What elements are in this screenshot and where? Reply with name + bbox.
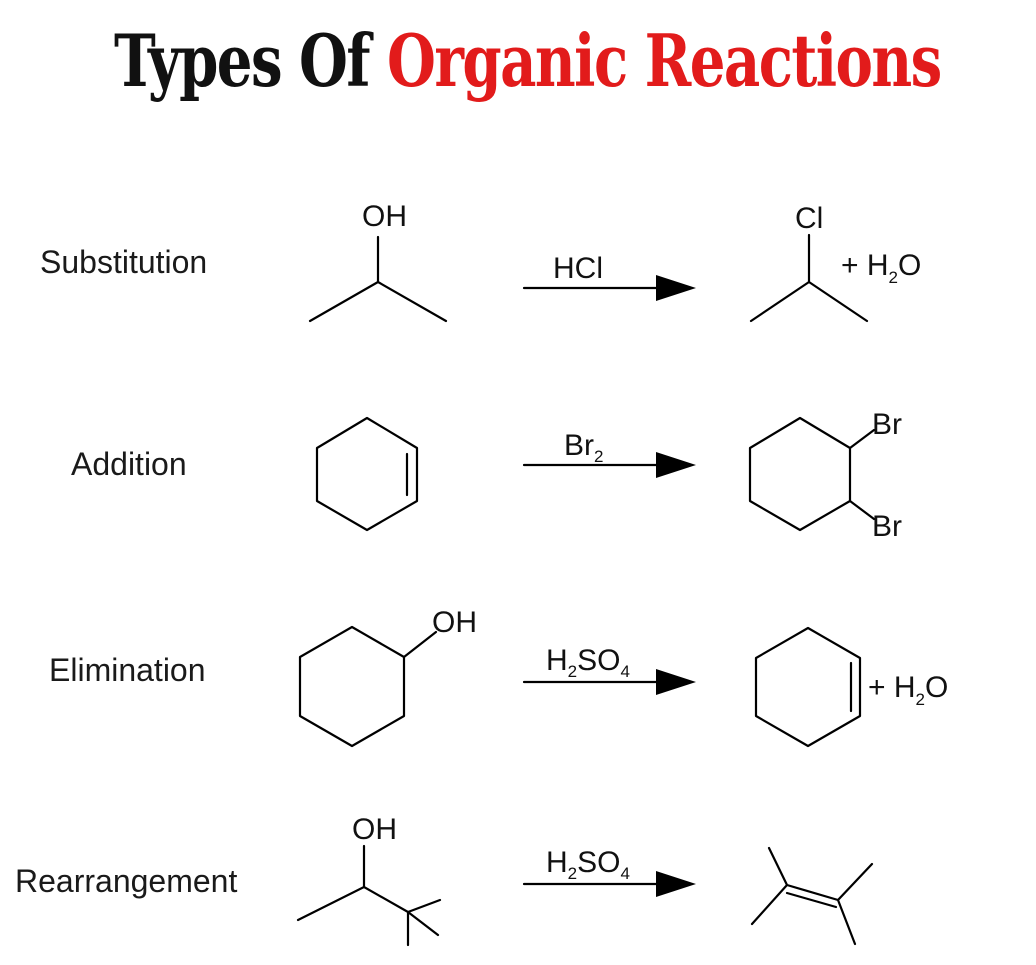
substitution-reactant: OH (308, 200, 448, 323)
rearrangement-arrow: H2SO4 (522, 846, 696, 897)
elimination-byproduct: + H2O (868, 671, 948, 709)
substitution-product: Cl (749, 202, 869, 323)
title-part-2: Organic Reactions (386, 18, 942, 103)
label-rearrangement: Rearrangement (15, 863, 238, 899)
addition-product: Br Br (748, 408, 902, 543)
rearrangement-product-alkene (750, 846, 874, 946)
addition-reagent: Br2 (564, 429, 603, 466)
elimination-reactant-cyclohexanol: OH (298, 606, 477, 748)
substitution-reagent: HCl (553, 252, 603, 285)
title-part-1: Types Of (113, 18, 371, 103)
elimination-reactant-oh: OH (432, 606, 477, 639)
elimination-arrow: H2SO4 (522, 644, 696, 695)
rearrangement-reactant: OH (296, 813, 442, 947)
substitution-reactant-oh: OH (362, 200, 407, 233)
addition-arrow: Br2 (522, 429, 696, 478)
elimination-product-cyclohexene (754, 626, 862, 748)
label-addition: Addition (71, 446, 187, 482)
substitution-product-cl: Cl (795, 202, 823, 235)
elimination-reagent: H2SO4 (546, 644, 630, 681)
addition-product-br-top: Br (872, 408, 902, 441)
addition-product-br-bottom: Br (872, 510, 902, 543)
addition-reactant-cyclohexene (315, 416, 419, 532)
substitution-arrow: HCl (522, 252, 696, 301)
substitution-byproduct: + H2O (841, 249, 921, 287)
label-elimination: Elimination (49, 652, 206, 688)
label-substitution: Substitution (40, 244, 208, 280)
page-title: Types Of Organic Reactions (113, 18, 942, 103)
rearrangement-reactant-oh: OH (352, 813, 397, 846)
rearrangement-reagent: H2SO4 (546, 846, 630, 883)
